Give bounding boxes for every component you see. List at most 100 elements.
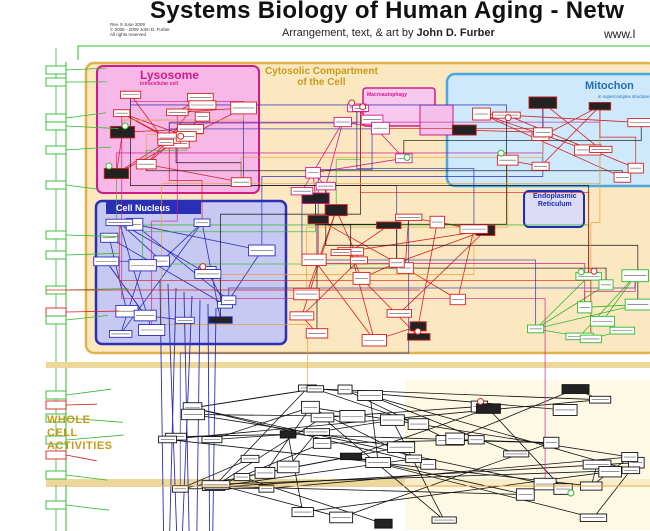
lysosome-title: Lysosome: [140, 68, 199, 82]
network-node: [307, 215, 329, 225]
website-url: www.l: [604, 27, 636, 41]
edge: [350, 408, 489, 457]
state-marker: [121, 122, 129, 130]
cross-edge: [316, 115, 507, 334]
lysosome-subtitle: Intracellular cell: [140, 81, 179, 87]
edge: [134, 223, 262, 251]
subtitle-prefix: Arrangement, text, & art by: [282, 27, 414, 39]
side-input-box: [45, 121, 67, 131]
edge: [392, 419, 445, 521]
side-input-box: [45, 65, 67, 75]
state-marker: [199, 263, 207, 271]
edge: [180, 458, 251, 490]
edge: [264, 407, 311, 474]
edge: [211, 433, 289, 441]
edge: [506, 114, 642, 124]
network-node: [208, 316, 233, 324]
network-node: [339, 452, 363, 461]
side-input-edge: [65, 417, 123, 423]
whole-cell-line1: WHOLE: [47, 414, 91, 426]
network-node: [476, 403, 501, 414]
cross-edge: [121, 113, 546, 485]
cytosolic-title: Cytosolic Compartment of the Cell: [265, 66, 378, 88]
lower-band: [46, 479, 650, 485]
side-input-edge: [65, 234, 120, 237]
edge: [396, 230, 486, 264]
upper-band: [46, 362, 650, 368]
cross-edge: [168, 107, 358, 139]
edge: [399, 230, 486, 314]
side-input-box: [45, 77, 67, 87]
mitochondria-subtitle: in supercomplex structure: [598, 94, 650, 99]
network-node: [588, 102, 612, 111]
edge: [312, 157, 404, 174]
whole-cell-line3: ACTIVITIES: [47, 440, 113, 452]
edge: [350, 224, 389, 252]
network-node: [376, 221, 402, 230]
network-node: [279, 430, 297, 439]
state-marker: [414, 327, 422, 335]
cytosolic-title-line2: of the Cell: [297, 77, 346, 88]
edge: [301, 121, 344, 192]
edge: [506, 114, 636, 169]
edge: [350, 456, 594, 519]
side-input-edge: [65, 388, 112, 396]
vertical-edge: [169, 287, 177, 531]
side-input-edge: [65, 184, 97, 190]
edge: [192, 407, 429, 465]
whole-cell-label: WHOLE CELL ACTIVITIES: [47, 414, 113, 453]
side-input-box: [45, 470, 67, 480]
side-input-edge: [65, 112, 107, 119]
diagram-title: Systems Biology of Human Aging - Netw: [150, 0, 625, 24]
network-node: [103, 167, 129, 180]
edge: [454, 388, 576, 440]
network-edges: [105, 94, 642, 531]
network-node: [301, 192, 330, 204]
cross-edge: [161, 261, 308, 389]
side-input-edge: [65, 403, 98, 406]
state-marker: [567, 489, 575, 497]
network-node: [528, 96, 558, 109]
edge: [161, 222, 203, 262]
cross-edge: [151, 112, 178, 330]
side-input-edge: [65, 252, 119, 256]
er-title-line1: Endoplasmic: [533, 193, 577, 200]
edge: [211, 406, 311, 441]
side-input-edge: [65, 454, 97, 462]
er-title: Endoplasmic Reticulum: [533, 193, 577, 209]
edge: [340, 229, 486, 253]
edge: [540, 105, 601, 167]
side-input-box: [45, 113, 67, 123]
network-node: [451, 124, 477, 136]
side-input-box: [45, 145, 67, 155]
diagram-subtitle: Arrangement, text, & art by John D. Furb…: [282, 27, 495, 39]
nucleus-title: Cell Nucleus: [116, 203, 171, 213]
edge: [192, 388, 316, 409]
cytosolic-title-line1: Cytosolic Compartment: [265, 66, 378, 77]
edge: [535, 276, 589, 330]
side-input-edge: [65, 146, 111, 151]
edge: [313, 259, 375, 341]
state-marker: [105, 162, 113, 170]
cross-edge: [356, 107, 475, 230]
cross-edge: [301, 191, 537, 329]
cross-edge: [315, 198, 352, 252]
side-input-box: [45, 307, 67, 317]
er-title-line2: Reticulum: [537, 201, 572, 208]
edge: [370, 395, 631, 471]
cross-edge: [168, 138, 203, 223]
side-input-edge: [65, 504, 110, 511]
side-input-edge: [65, 474, 108, 481]
subtitle-author: John D. Furber: [416, 27, 495, 39]
state-marker: [348, 99, 356, 107]
mito-connector: [419, 104, 454, 136]
vertical-edge: [207, 303, 211, 531]
edge: [228, 250, 263, 301]
cross-edge: [179, 217, 410, 489]
edge: [404, 267, 458, 300]
edge: [120, 265, 144, 335]
cross-edge: [599, 106, 637, 169]
edge: [464, 129, 543, 133]
state-marker: [177, 132, 185, 140]
